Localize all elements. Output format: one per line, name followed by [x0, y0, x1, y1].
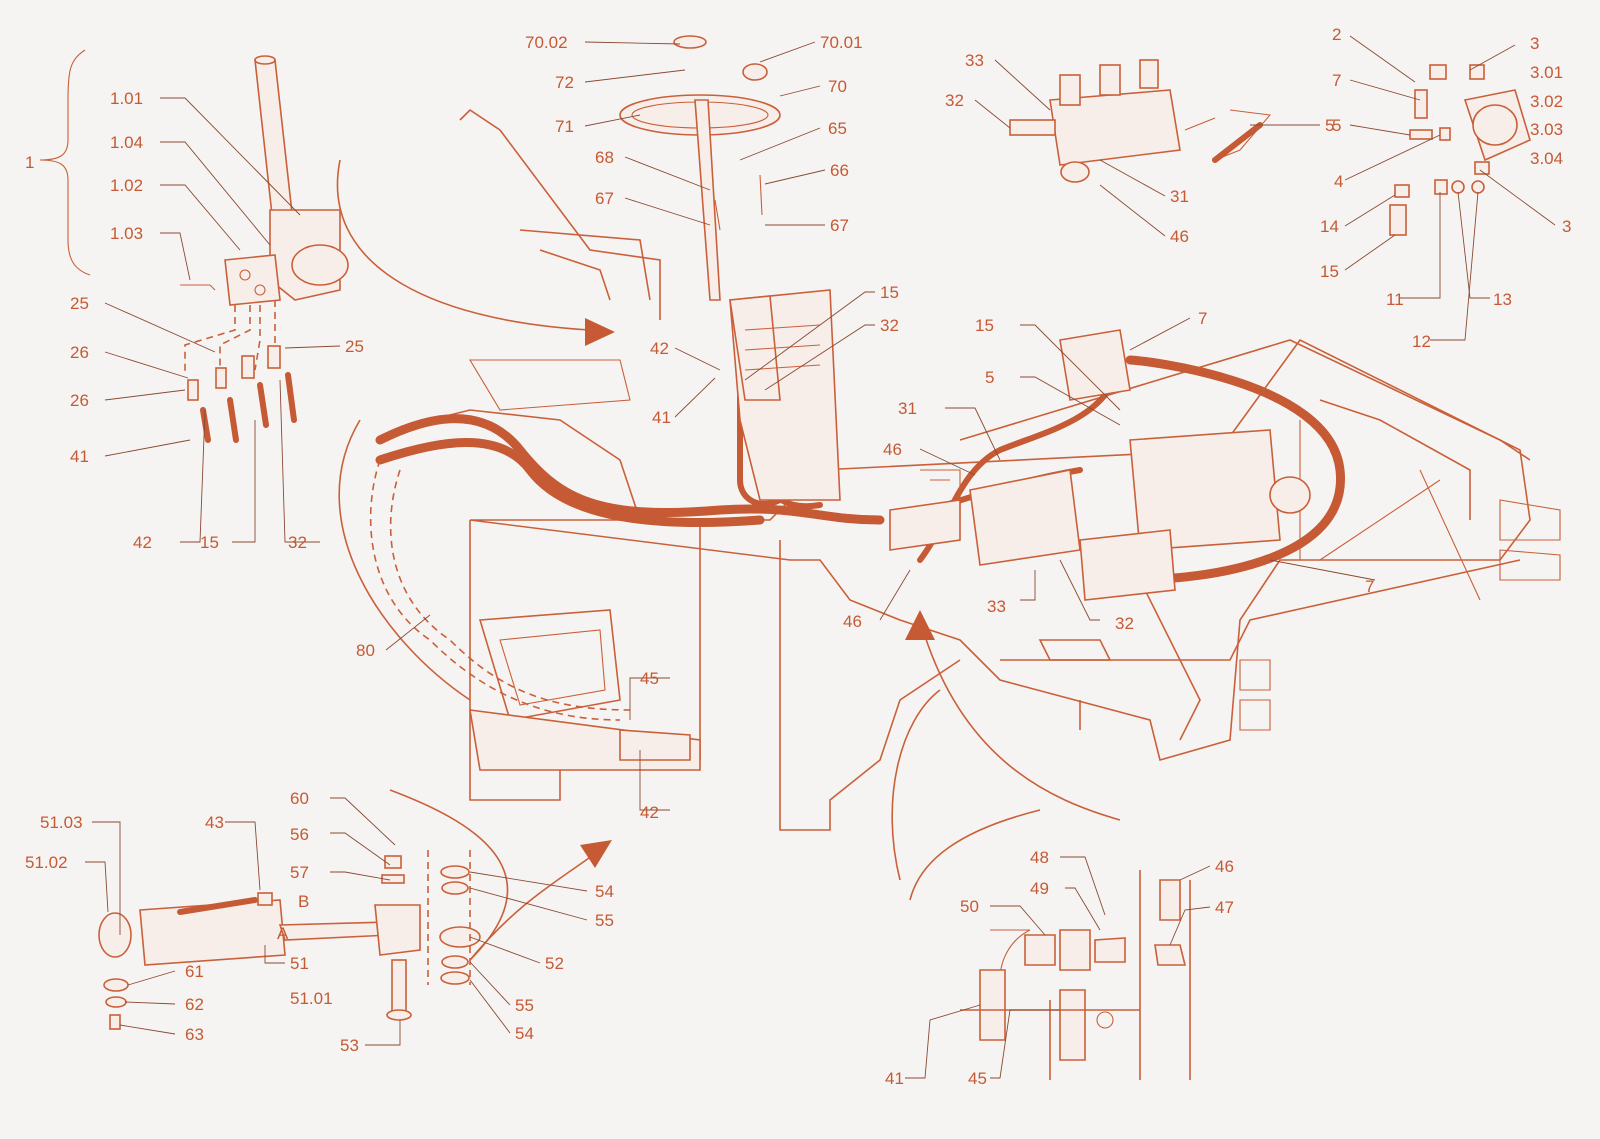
label-68: 68: [595, 148, 614, 167]
label-11: 11: [1386, 290, 1404, 309]
label-32: 32: [288, 533, 307, 552]
label-12: 12: [1412, 332, 1431, 351]
label-54: 54: [515, 1024, 534, 1043]
label-B: B: [298, 892, 309, 911]
label-54: 54: [595, 882, 614, 901]
label-63: 63: [185, 1025, 204, 1044]
label-43: 43: [205, 813, 224, 832]
label-66: 66: [830, 161, 849, 180]
label-3-01: 3.01: [1530, 63, 1563, 82]
label-67: 67: [830, 216, 849, 235]
label-46: 46: [843, 612, 862, 631]
label-3-04: 3.04: [1530, 149, 1563, 168]
label-7: 7: [1198, 309, 1207, 328]
label-42: 42: [133, 533, 152, 552]
label-67: 67: [595, 189, 614, 208]
label-3-02: 3.02: [1530, 92, 1563, 111]
label-14: 14: [1320, 217, 1339, 236]
label-1-02: 1.02: [110, 176, 143, 195]
label-4: 4: [1334, 172, 1343, 191]
flow-arrows: [336, 159, 1121, 961]
label-55: 55: [515, 996, 534, 1015]
label-50: 50: [960, 897, 979, 916]
label-61: 61: [185, 962, 204, 981]
label-3: 3: [1530, 34, 1539, 53]
label-7: 7: [1365, 577, 1374, 596]
part-number-labels: 1 1.01 1.04 1.02 1.03 25 26 26 41 25 42 …: [25, 25, 1571, 1088]
label-57: 57: [290, 863, 309, 882]
label-52: 52: [545, 954, 564, 973]
label-80: 80: [356, 641, 375, 660]
label-62: 62: [185, 995, 204, 1014]
label-46: 46: [1215, 857, 1234, 876]
label-7: 7: [1332, 71, 1341, 90]
label-51: 51: [290, 954, 309, 973]
valve-block-detail: [1009, 59, 1272, 183]
label-3: 3: [1562, 217, 1571, 236]
label-42: 42: [640, 803, 659, 822]
label-32: 32: [945, 91, 964, 110]
label-33: 33: [987, 597, 1006, 616]
label-15: 15: [975, 316, 994, 335]
label-3-03: 3.03: [1530, 120, 1563, 139]
label-71: 71: [555, 117, 574, 136]
label-1-04: 1.04: [110, 133, 143, 152]
label-13: 13: [1493, 290, 1512, 309]
label-47: 47: [1215, 898, 1234, 917]
label-45: 45: [640, 669, 659, 688]
label-26: 26: [70, 391, 89, 410]
label-48: 48: [1030, 848, 1049, 867]
label-A: A: [277, 924, 289, 943]
label-15: 15: [1320, 262, 1339, 281]
label-2: 2: [1332, 25, 1341, 44]
label-70-02: 70.02: [525, 33, 568, 52]
label-5: 5: [1332, 116, 1341, 135]
label-72: 72: [555, 73, 574, 92]
label-33: 33: [965, 51, 984, 70]
label-60: 60: [290, 789, 309, 808]
label-15: 15: [880, 283, 899, 302]
label-1: 1: [25, 153, 34, 172]
label-51-03: 51.03: [40, 813, 83, 832]
label-70-01: 70.01: [820, 33, 863, 52]
pump-fittings-detail: [1389, 64, 1531, 236]
label-65: 65: [828, 119, 847, 138]
label-5: 5: [1325, 116, 1334, 135]
label-56: 56: [290, 825, 309, 844]
label-26: 26: [70, 343, 89, 362]
label-49: 49: [1030, 879, 1049, 898]
label-32: 32: [880, 316, 899, 335]
label-5: 5: [985, 368, 994, 387]
leader-lines: [85, 35, 1556, 1079]
label-51-01: 51.01: [290, 989, 333, 1008]
label-25: 25: [345, 337, 364, 356]
label-41: 41: [70, 447, 89, 466]
label-46: 46: [1170, 227, 1189, 246]
label-41: 41: [885, 1069, 904, 1088]
label-15: 15: [200, 533, 219, 552]
main-valve-assembly: [889, 329, 1311, 601]
label-31: 31: [1170, 187, 1189, 206]
label-46: 46: [883, 440, 902, 459]
orbitrol-detail: [39, 49, 349, 443]
label-70: 70: [828, 77, 847, 96]
label-55: 55: [595, 911, 614, 930]
label-53: 53: [340, 1036, 359, 1055]
chassis-frame: [338, 108, 1561, 881]
label-1-03: 1.03: [110, 224, 143, 243]
steering-column-assembly: [619, 35, 841, 501]
label-42: 42: [650, 339, 669, 358]
label-1-01: 1.01: [110, 89, 143, 108]
label-31: 31: [898, 399, 917, 418]
label-45: 45: [968, 1069, 987, 1088]
label-51-02: 51.02: [25, 853, 68, 872]
label-41: 41: [652, 408, 671, 427]
fitting-detail: [960, 870, 1191, 1080]
label-25: 25: [70, 294, 89, 313]
steering-cylinder-detail: [98, 709, 701, 1030]
label-32: 32: [1115, 614, 1134, 633]
